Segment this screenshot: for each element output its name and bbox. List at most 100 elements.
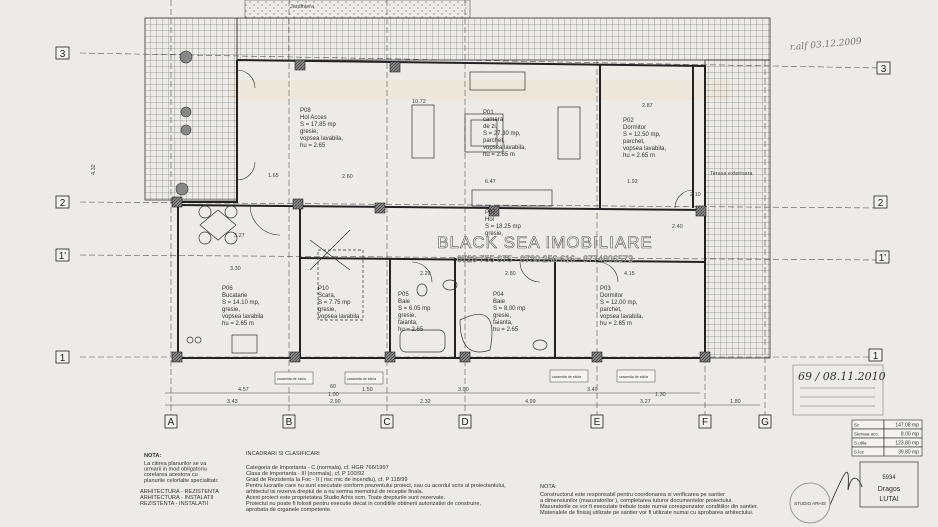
room-detail: gresie, [300, 129, 318, 135]
axis-label-column: D [461, 417, 468, 428]
notes-right-line: Masuratorile ce vor fi executate trebuie… [540, 504, 758, 510]
furniture [186, 71, 581, 354]
notes-left-line: La citirea planurilor se va [144, 461, 207, 467]
room-detail: hu = 2.65 m [600, 321, 632, 327]
room-detail: Hol Acces [300, 115, 327, 121]
axis-bubble [55, 46, 70, 60]
glass-callout-box [344, 371, 384, 385]
dim: 3.43 [227, 399, 238, 405]
axis-bubble [380, 414, 394, 429]
studio-stamp-text: STUDIO ARHIS [794, 501, 826, 506]
axis-label-row: 3 [881, 64, 887, 75]
axis-label-column: E [594, 417, 601, 428]
notes-mid-line: aprobata de organele competente. [246, 507, 332, 513]
dim: 3.27 [640, 399, 651, 405]
axis-bubble [55, 248, 70, 262]
signature [829, 471, 863, 506]
notes-mid-line: Grad de Rezistenta la Foc - II ( risc mi… [246, 477, 407, 483]
area-label: S.loc [854, 450, 865, 455]
dim: 1.50 [362, 387, 373, 393]
room-detail: camera [483, 117, 504, 123]
notes-block: NOTA:La citirea planurilor se vaurmarii … [140, 451, 758, 516]
dim: 3.30 [230, 266, 241, 272]
room-code: P06 [222, 286, 233, 292]
dim: 2.40 [672, 224, 683, 230]
dim: 2.10 [690, 192, 701, 198]
notes-mid-line: arhitectul isi rezerva dreptul de a nu s… [246, 489, 424, 495]
room-detail: vopsea lavabila, [300, 136, 343, 142]
stamp-date: 69 / 08.11.2010 [798, 370, 886, 383]
area-value: 8.00 mp [901, 432, 919, 438]
room-code: P04 [493, 292, 504, 298]
room-detail: S = 27.30 mp, [483, 131, 521, 137]
room-detail: Baie [398, 299, 411, 305]
room-code: P01 [483, 110, 494, 116]
dim: 1.92 [627, 179, 638, 185]
dim: 1.00 [328, 392, 339, 398]
room-code: P10 [318, 286, 329, 292]
glass-callout-label: caramida de sticla [552, 375, 581, 379]
notes-right-line: Materialele de finisaj utilizate pe sant… [540, 510, 754, 516]
room-detail: vopsea lavabila [222, 314, 264, 320]
room-detail: gresie, [222, 307, 240, 313]
room-detail: parchet, [483, 138, 505, 144]
axis-label-row: 2 [878, 198, 884, 209]
area-value: 147.08 mp [895, 423, 919, 429]
room-detail: Hol [485, 217, 494, 223]
room-code: P07 [485, 210, 496, 216]
axis-bubble [55, 195, 70, 209]
room-detail: hu = 2.65 [493, 327, 519, 333]
room-detail: hu = 2.65 m [483, 152, 515, 158]
room-detail: vopsea lavabila, [483, 145, 526, 151]
room-detail: Baie [493, 299, 506, 305]
approval-stamp: 69 / 08.11.2010 [792, 364, 886, 416]
axis-label-row: 1' [879, 253, 887, 264]
room-detail: Scara, [318, 293, 336, 299]
room-detail: S = 12.50 mp, [623, 132, 661, 138]
dim: 3.27 [234, 233, 245, 239]
glass-callout-box [274, 371, 314, 385]
axis-bubble [868, 348, 883, 362]
axis-bubble [590, 414, 604, 429]
notes-right-line: Constructorul este responsabil pentru co… [540, 492, 725, 498]
columns [171, 59, 711, 363]
area-value: 39.80 mp [898, 450, 919, 456]
notes-left-line: urmarii in mod obligatoriu [144, 467, 207, 473]
notes-left-spec: ARHITECTURA - INSTALATII [140, 495, 214, 501]
room-detail: S = 7.75 mp [318, 300, 351, 306]
room-detail: hu = 2.65 [300, 143, 326, 149]
area-label: Sterasa acc. [854, 432, 879, 437]
dim: 4.32 [91, 164, 97, 175]
notes-left-line: corelarea acestora cu [144, 472, 198, 478]
architect-number: 5934 [882, 475, 896, 481]
watermark-phones: 0728 755 075 - 0730 256 616 - 0774006573 [457, 254, 633, 264]
axis-label-column: A [168, 417, 175, 428]
notes-left-spec: ARHITECTURA - REZISTENTA [140, 489, 219, 495]
room-detail: Dormitor [623, 125, 646, 131]
dim: 1.30 [655, 392, 666, 398]
dim: 3.00 [458, 387, 469, 393]
notes-mid-title: INCADRARI SI CLASIFICARI [246, 451, 320, 457]
room-detail: vopsea lavabila [318, 314, 360, 320]
axis-label-column: F [702, 417, 708, 428]
room-detail: hu = 2.65 m [623, 153, 655, 159]
room-detail: hu = 2.65 m [222, 321, 254, 327]
doors [236, 69, 694, 283]
dim: 4.15 [624, 271, 635, 277]
area-value: 123.80 mp [895, 441, 919, 447]
room-detail: gresie, [398, 313, 416, 319]
area-label: S.utila [854, 441, 867, 446]
terasa-label: Terasa exterioara [710, 171, 753, 177]
room-detail: Dormitor [600, 293, 623, 299]
room-code: P08 [300, 108, 311, 114]
room-detail: S = 14.10 mp, [222, 300, 260, 306]
dim: 4.57 [238, 387, 249, 393]
jardiniera-label: Jardiniera [290, 4, 315, 10]
room-code: P05 [398, 292, 409, 298]
axis-bubble [164, 414, 178, 429]
dim: 3.40 [587, 387, 598, 393]
notes-mid-line: Proiectul nu poate fi folosit pentru exe… [246, 501, 482, 507]
